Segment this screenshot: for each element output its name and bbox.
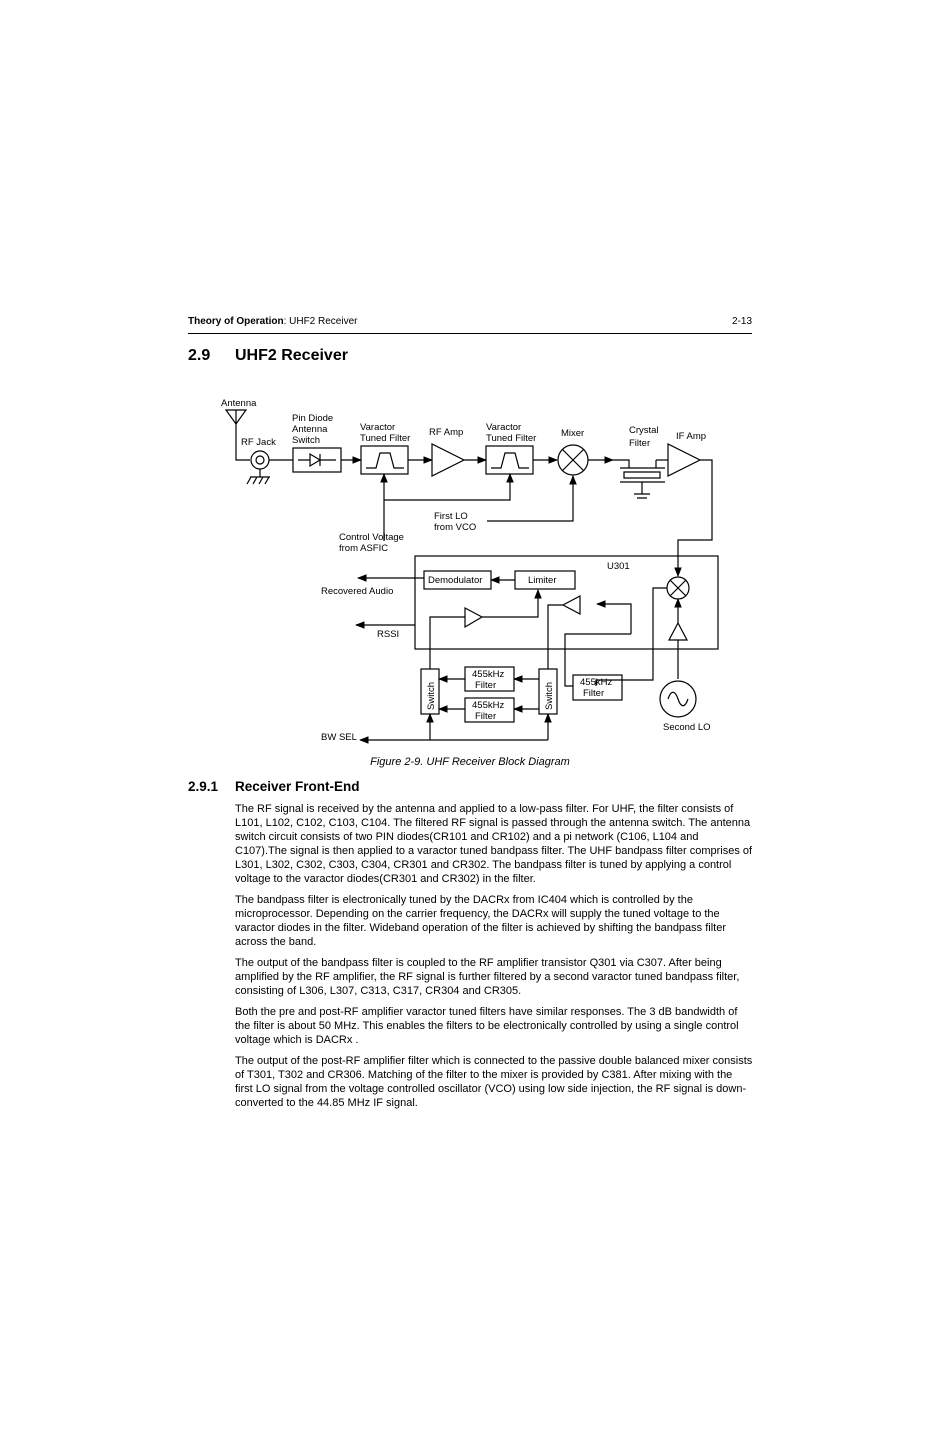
u301-block (414, 555, 719, 650)
label-crystal-2: Filter (629, 438, 650, 449)
paragraph: The RF signal is received by the antenna… (235, 803, 753, 885)
label-first-lo-1: First LO (434, 511, 468, 522)
label-varactor1-1: Varactor (360, 422, 395, 433)
label-demodulator: Demodulator (428, 575, 482, 586)
label-rf-amp: RF Amp (429, 427, 463, 438)
label-varactor1-2: Tuned Filter (360, 433, 410, 444)
lo-buffer-triangle (668, 621, 688, 641)
label-crystal-1: Crystal (629, 425, 659, 436)
label-second-lo: Second LO (663, 722, 711, 733)
label-limiter: Limiter (528, 575, 557, 586)
receiver-block-diagram: Antenna RF Jack Pin Diode Antenna Switch… (221, 398, 719, 744)
if-amp-triangle (667, 443, 702, 477)
paragraph: The output of the bandpass filter is cou… (235, 957, 740, 997)
rf-jack-icon (246, 450, 270, 485)
label-mixer: Mixer (561, 428, 584, 439)
label-switch-left: Switch (426, 682, 437, 710)
label-rssi: RSSI (377, 629, 399, 640)
bandpass-icon (366, 452, 404, 469)
label-pin-diode-3: Switch (292, 435, 320, 446)
limiter-amp-triangle (561, 595, 581, 615)
running-header: Theory of Operation: UHF2 Receiver 2-13 (188, 316, 752, 327)
label-pin-diode-1: Pin Diode (292, 413, 333, 424)
label-first-lo-2: from VCO (434, 522, 476, 533)
label-filter455-b-1: 455kHz (472, 700, 504, 711)
label-if-amp: IF Amp (676, 431, 706, 442)
label-control-voltage-1: Control Voltage (339, 532, 404, 543)
label-u301: U301 (607, 561, 630, 572)
rssi-amp-triangle (464, 607, 484, 629)
label-rf-jack: RF Jack (241, 437, 276, 448)
section-number: 2.9 (188, 347, 211, 364)
paragraph: Both the pre and post-RF amplifier varac… (235, 1006, 739, 1046)
label-varactor2-2: Tuned Filter (486, 433, 536, 444)
label-control-voltage-2: from ASFIC (339, 543, 388, 554)
varactor-tuned-filter-1 (360, 445, 409, 475)
label-antenna: Antenna (221, 398, 257, 409)
header-section-bold: Theory of Operation (188, 316, 284, 327)
page-number: 2-13 (731, 316, 752, 327)
paragraph: The bandpass filter is electronically tu… (235, 894, 727, 948)
diode-icon (298, 452, 336, 468)
label-switch-right: Switch (544, 682, 555, 710)
crystal-filter-icon (613, 459, 665, 499)
body-text: The RF signal is received by the antenna… (235, 802, 753, 1117)
filter455-c-block (572, 674, 623, 701)
label-pin-diode-2: Antenna (292, 424, 328, 435)
figure-caption: Figure 2-9. UHF Receiver Block Diagram (370, 756, 570, 768)
label-filter455-c-1: 455kHz (580, 677, 612, 688)
label-varactor2-1: Varactor (486, 422, 521, 433)
header-section-rest: : UHF2 Receiver (283, 316, 358, 327)
mixer-icon (557, 444, 589, 476)
label-filter455-a-1: 455kHz (472, 669, 504, 680)
label-filter455-a-2: Filter (475, 680, 496, 691)
subsection-number: 2.9.1 (188, 779, 219, 794)
subsection-title: Receiver Front-End (235, 779, 360, 794)
paragraph: The output of the post-RF amplifier filt… (235, 1055, 753, 1109)
antenna-icon (224, 409, 250, 461)
section-title: UHF2 Receiver (235, 347, 348, 364)
label-bw-sel: BW SEL (321, 732, 357, 743)
label-filter455-b-2: Filter (475, 711, 496, 722)
second-mixer-icon (666, 576, 690, 600)
rf-amp-triangle (431, 443, 466, 477)
label-recovered-audio: Recovered Audio (321, 586, 393, 597)
label-filter455-c-2: Filter (583, 688, 604, 699)
second-lo-oscillator-icon (659, 680, 697, 718)
varactor-tuned-filter-2 (485, 445, 534, 475)
header-rule (188, 333, 752, 334)
